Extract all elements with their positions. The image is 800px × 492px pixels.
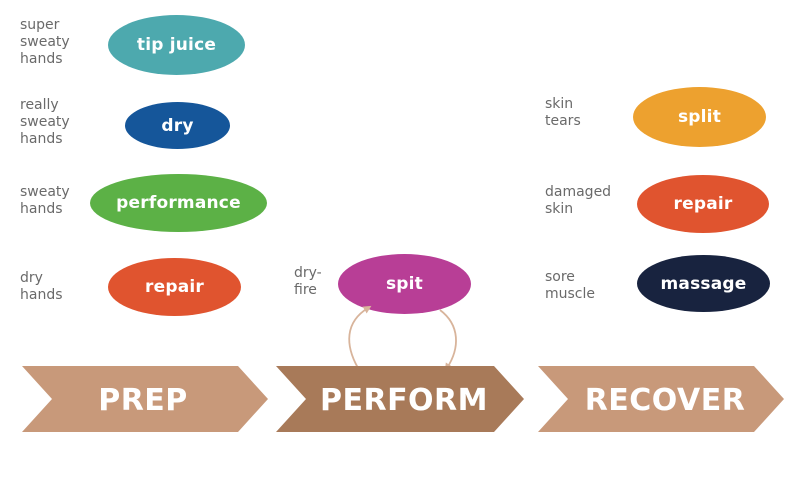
loop-arrow-right — [439, 309, 457, 372]
condition-label-skin-tears: skin tears — [545, 96, 581, 129]
chevron-perform: PERFORM — [276, 366, 524, 432]
condition-label-sweaty: sweaty hands — [20, 184, 70, 217]
stage-label-recover: RECOVER — [585, 383, 746, 418]
loop-arrow-left — [348, 305, 372, 369]
chevron-recover: RECOVER — [538, 366, 784, 432]
chevron-prep: PREP — [22, 366, 268, 432]
condition-label-sore-muscle: sore muscle — [545, 269, 596, 302]
condition-label-dry-hands: dry hands — [20, 270, 63, 303]
stage-label-perform: PERFORM — [320, 383, 488, 418]
condition-label-dry-fire: dry- fire — [294, 265, 322, 298]
condition-label-damaged-skin: damaged skin — [545, 184, 612, 217]
condition-label-super-sweaty: super sweaty hands — [20, 17, 70, 67]
condition-label-really-sweaty: really sweaty hands — [20, 97, 70, 147]
stage-label-prep: PREP — [98, 383, 188, 418]
